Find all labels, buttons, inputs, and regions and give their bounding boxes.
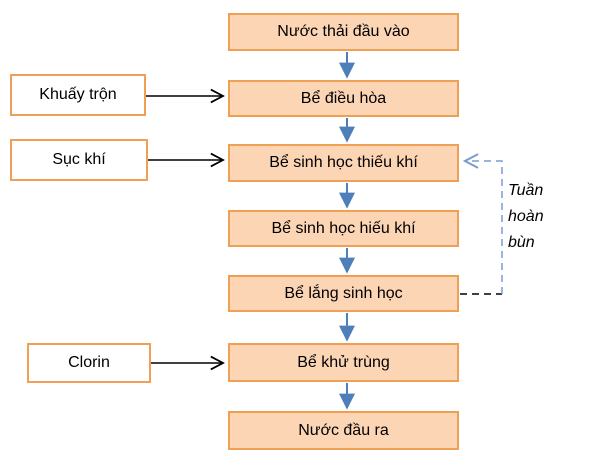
recycle-annotation-label: Tuần hoàn bùn [508, 182, 544, 251]
process-box-anoxic: Bể sinh học thiếu khí [228, 144, 459, 182]
process-box-label: Bể điều hòa [300, 89, 387, 107]
process-box-equalization: Bể điều hòa [228, 80, 459, 117]
input-box-clorin: Clorin [27, 343, 151, 383]
recycle-connector-blue [465, 161, 503, 294]
input-box-khuay-tron: Khuấy trộn [10, 74, 146, 116]
process-box-settling: Bể lắng sinh học [228, 275, 459, 312]
process-box-effluent: Nước đầu ra [228, 411, 459, 450]
process-box-aerobic: Bể sinh học hiếu khí [228, 210, 459, 247]
process-box-label: Bể lắng sinh học [284, 284, 403, 302]
input-box-label: Khuấy trộn [39, 86, 117, 104]
input-box-label: Clorin [68, 354, 110, 372]
process-box-label: Bể khử trùng [297, 353, 390, 371]
process-box-disinfection: Bể khử trùng [228, 343, 459, 382]
process-box-label: Bể sinh học hiếu khí [271, 219, 416, 237]
input-box-label: Sục khí [52, 151, 106, 169]
process-box-label: Nước thải đầu vào [277, 23, 410, 41]
process-box-label: Bể sinh học thiếu khí [269, 154, 418, 172]
input-box-suc-khi: Sục khí [10, 139, 148, 181]
process-box-influent: Nước thải đầu vào [228, 13, 459, 51]
process-box-label: Nước đầu ra [298, 421, 389, 439]
